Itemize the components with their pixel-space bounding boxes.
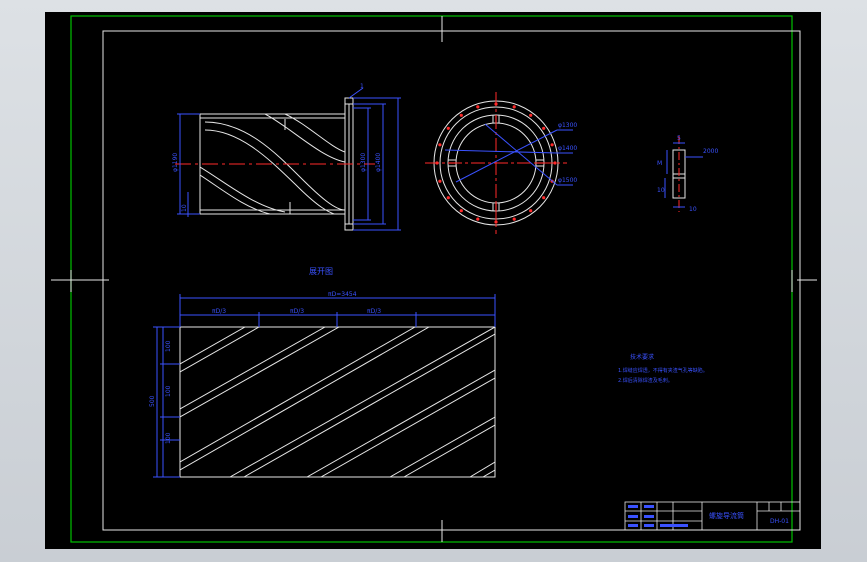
bolt-hole	[542, 196, 546, 200]
development-h-3: 100	[165, 385, 172, 397]
development-h-1: 100	[165, 340, 172, 352]
development-label: 展开图	[309, 267, 333, 276]
bolt-hole	[438, 179, 442, 183]
detail-dim-5: 10	[689, 206, 697, 213]
side-view: 1 φ1190 φ1300 φ1400 10	[172, 83, 401, 231]
detail-dim-2: M	[657, 160, 662, 167]
bolt-hole	[459, 113, 463, 117]
drawing-canvas: 1 φ1190 φ1300 φ1400 10	[45, 12, 821, 549]
detail-view: 5 M 2000 10 10	[657, 135, 718, 213]
bolt-hole	[512, 217, 516, 221]
bolt-hole	[459, 209, 463, 213]
development-seg-2: πD/3	[290, 308, 304, 315]
outer-frame	[70, 15, 793, 543]
detail-dim-1: 5	[677, 135, 681, 142]
notes-item-2: 2.焊后清除焊渣及毛刺。	[618, 377, 673, 384]
notes-item-1: 1.焊缝应焊透，不得有夹渣气孔等缺陷。	[618, 367, 708, 374]
title-block: 螺旋导流筒 DH-01	[624, 501, 801, 531]
development-h-2: 500	[149, 395, 156, 407]
title-block-name: 螺旋导流筒	[709, 511, 744, 520]
side-dim-3: φ1400	[375, 153, 382, 172]
development-total: πD=3454	[328, 291, 357, 298]
bolt-hole	[529, 113, 533, 117]
side-dim-1: φ1190	[172, 153, 179, 172]
flange-dim-3: φ1500	[558, 177, 577, 184]
side-balloon-text: 1	[360, 83, 364, 90]
development-seg-3: πD/3	[367, 308, 381, 315]
title-block-code: DH-01	[770, 518, 789, 525]
bolt-hole	[476, 217, 480, 221]
cad-drawing: 1 φ1190 φ1300 φ1400 10	[51, 15, 817, 543]
detail-dim-3: 2000	[703, 148, 718, 155]
inner-frame	[102, 30, 801, 531]
bolt-hole	[476, 105, 480, 109]
flange-dim-1: φ1300	[558, 122, 577, 129]
development-h-4: 100	[165, 432, 172, 444]
bolt-hole	[446, 196, 450, 200]
bolt-hole	[446, 126, 450, 130]
bolt-hole	[512, 105, 516, 109]
flange-view: φ1300 φ1400 φ1500	[425, 92, 577, 234]
bolt-hole	[438, 143, 442, 147]
side-dim-2: φ1300	[360, 153, 367, 172]
bolt-hole	[542, 126, 546, 130]
development-view: 展开图 πD=3454 πD/3	[149, 267, 496, 478]
bolt-hole	[553, 161, 557, 165]
flange-bolt-holes	[435, 102, 557, 224]
side-dim-4: 10	[181, 204, 188, 212]
bolt-hole	[529, 209, 533, 213]
bolt-hole	[494, 220, 498, 224]
technical-notes: 技术要求 1.焊缝应焊透，不得有夹渣气孔等缺陷。 2.焊后清除焊渣及毛刺。	[618, 353, 708, 384]
notes-title: 技术要求	[630, 353, 654, 361]
development-seg-1: πD/3	[212, 308, 226, 315]
flange-dim-2: φ1400	[558, 145, 577, 152]
bolt-hole	[550, 143, 554, 147]
centering-marks	[51, 16, 817, 542]
detail-dim-4: 10	[657, 187, 665, 194]
